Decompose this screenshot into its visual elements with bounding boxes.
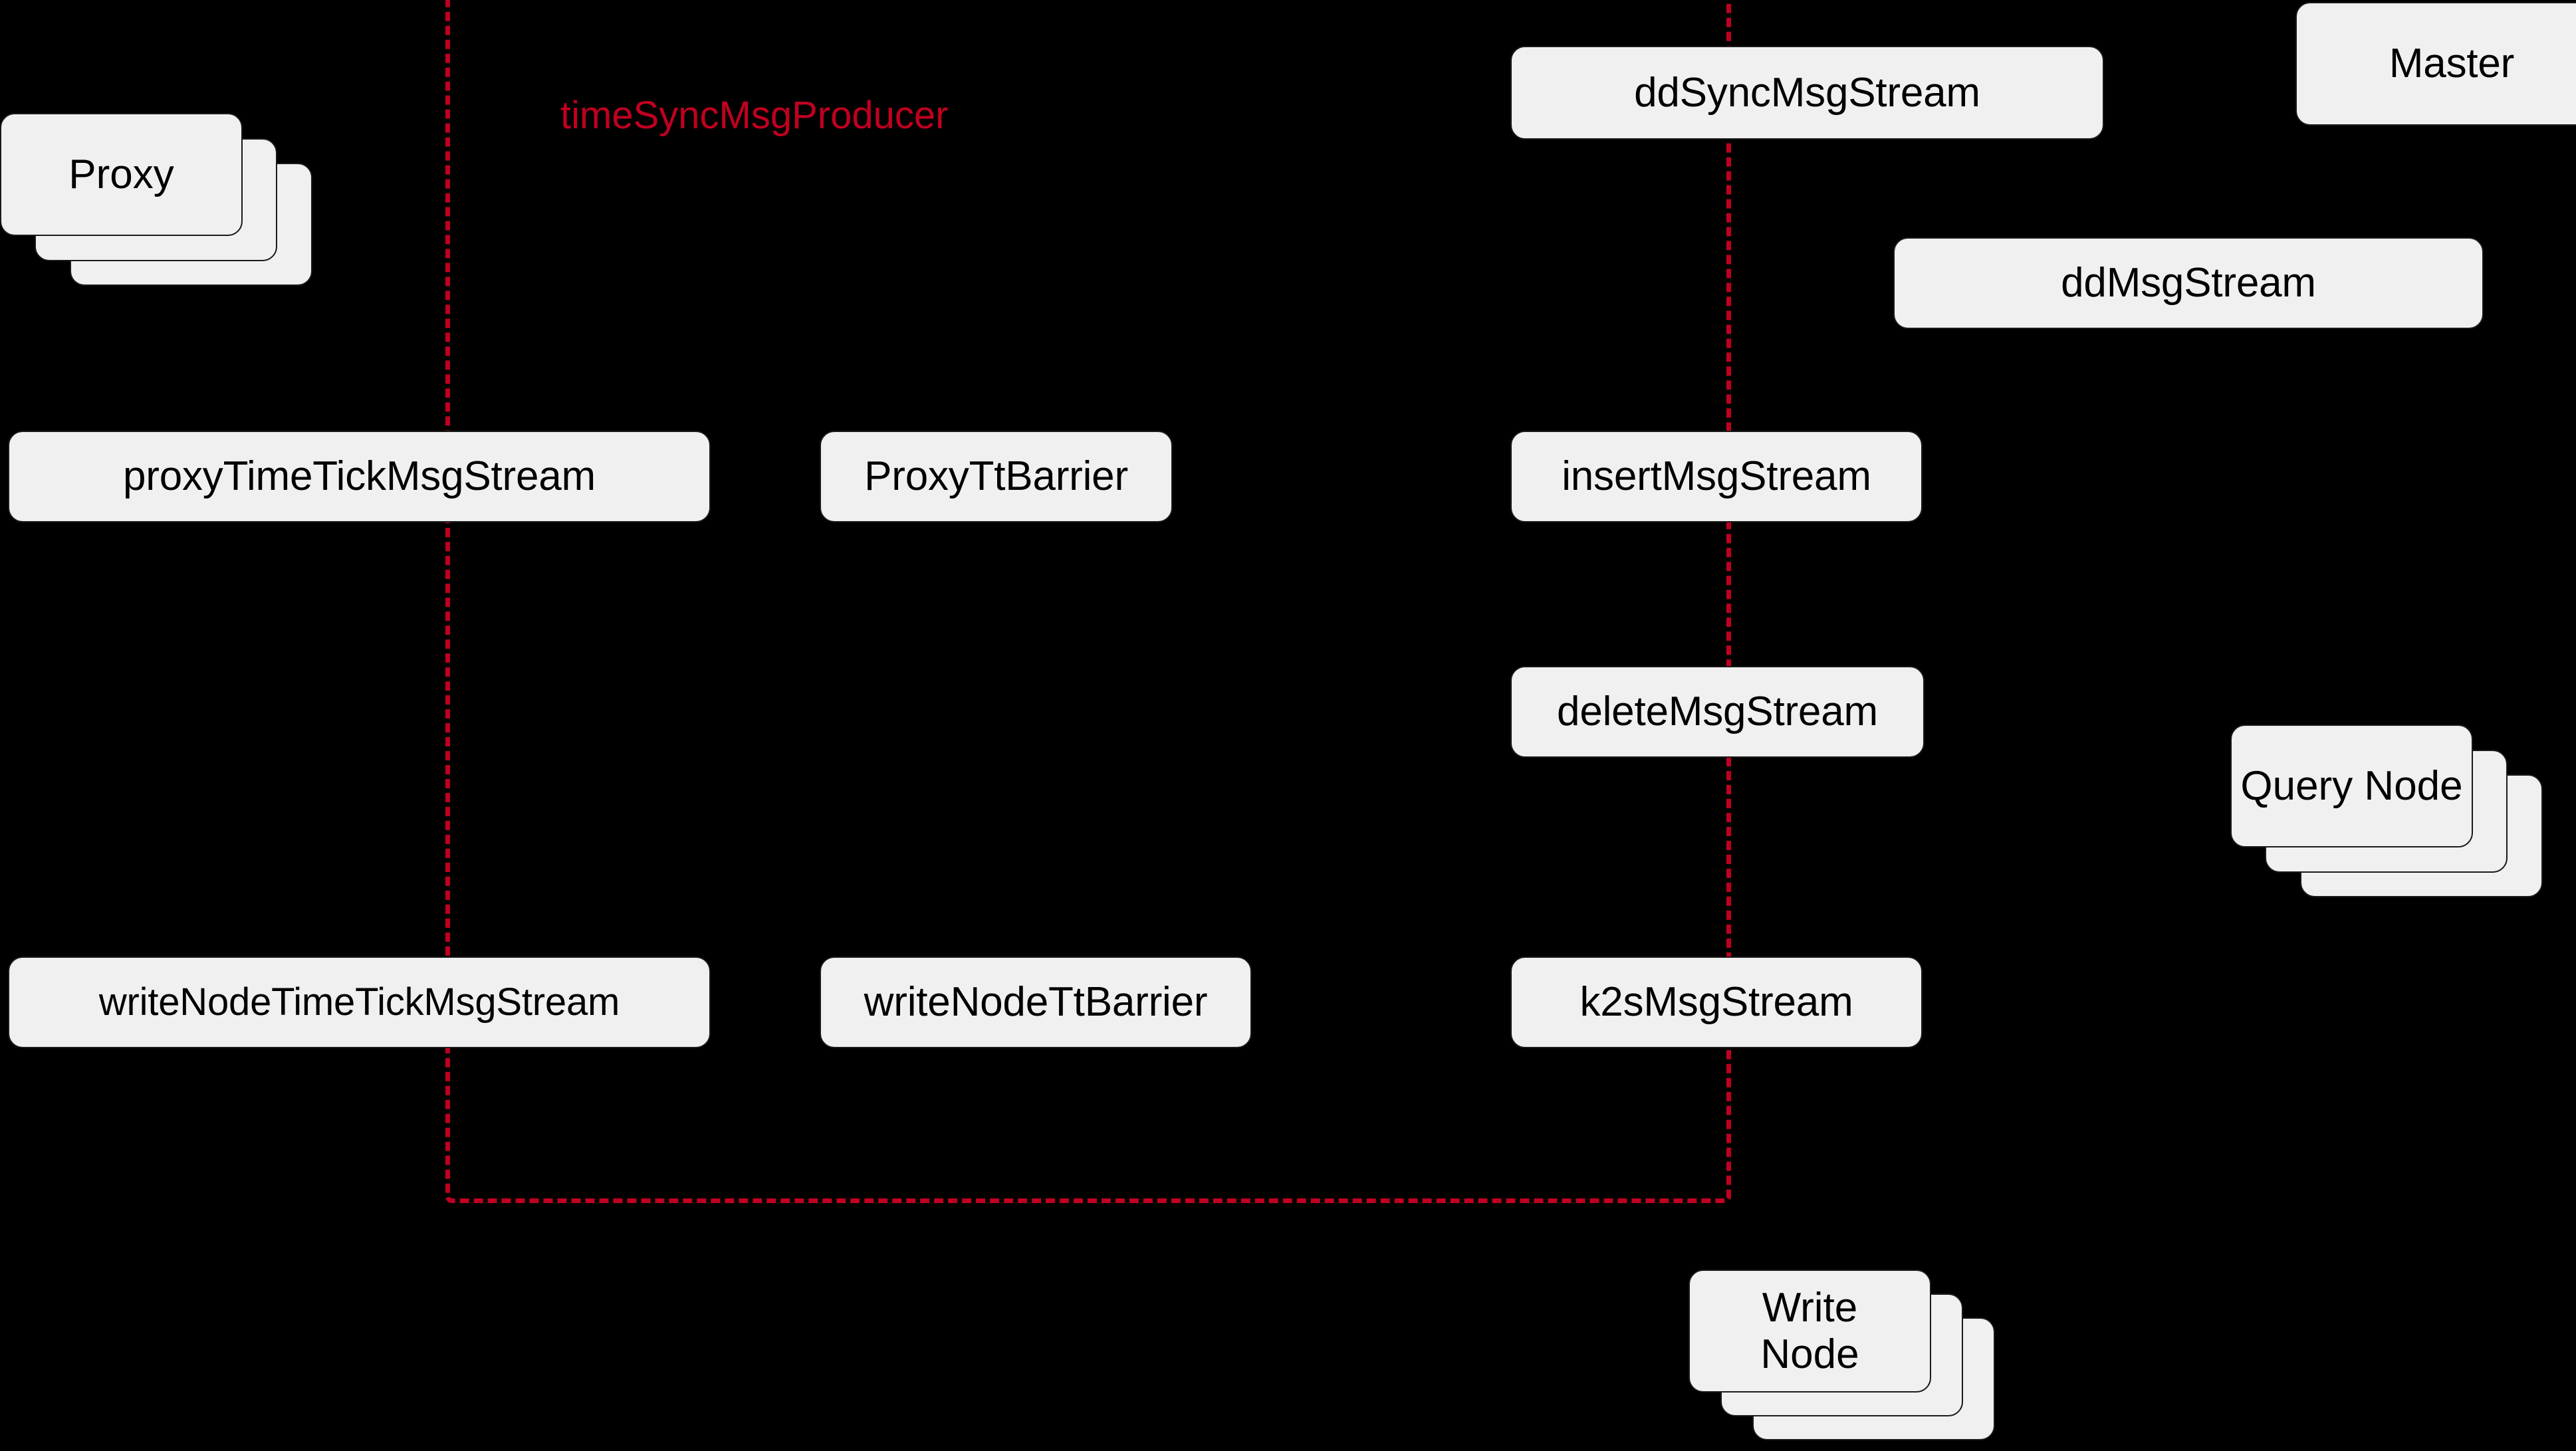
node-proxy-label: Proxy: [0, 113, 243, 236]
node-delete-msg-stream[interactable]: deleteMsgStream: [1510, 666, 1925, 758]
node-write-node-tt-barrier[interactable]: writeNodeTtBarrier: [820, 956, 1252, 1048]
node-dd-sync-msg-stream[interactable]: ddSyncMsgStream: [1510, 46, 2104, 140]
node-proxy-stack[interactable]: Proxy: [0, 113, 312, 286]
node-proxy-time-tick-msg-stream[interactable]: proxyTimeTickMsgStream: [8, 431, 711, 522]
node-write-node-label: Write Node: [1689, 1270, 1931, 1393]
node-dd-msg-stream[interactable]: ddMsgStream: [1893, 237, 2484, 329]
group-label: timeSyncMsgProducer: [560, 94, 949, 137]
node-master[interactable]: Master: [2295, 2, 2576, 126]
node-write-node-time-tick-msg-stream[interactable]: writeNodeTimeTickMsgStream: [8, 956, 711, 1048]
node-query-node-stack[interactable]: Query Node: [2230, 725, 2576, 897]
node-k2s-msg-stream[interactable]: k2sMsgStream: [1510, 956, 1923, 1048]
group-container-time-sync-msg-producer: [445, 0, 1731, 1203]
node-write-node-stack[interactable]: Write Node: [1689, 1270, 1995, 1451]
node-insert-msg-stream[interactable]: insertMsgStream: [1510, 431, 1923, 522]
node-proxy-tt-barrier[interactable]: ProxyTtBarrier: [820, 431, 1173, 522]
node-query-node-label: Query Node: [2230, 725, 2473, 847]
